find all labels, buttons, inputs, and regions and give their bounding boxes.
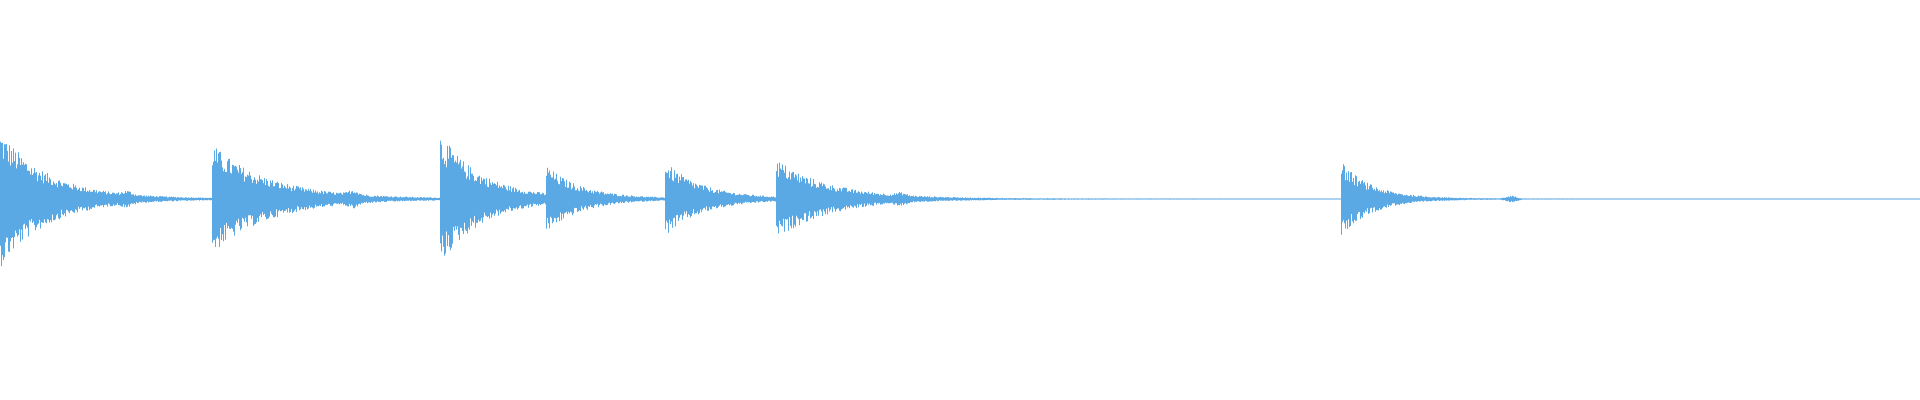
waveform-signal (0, 140, 1920, 266)
